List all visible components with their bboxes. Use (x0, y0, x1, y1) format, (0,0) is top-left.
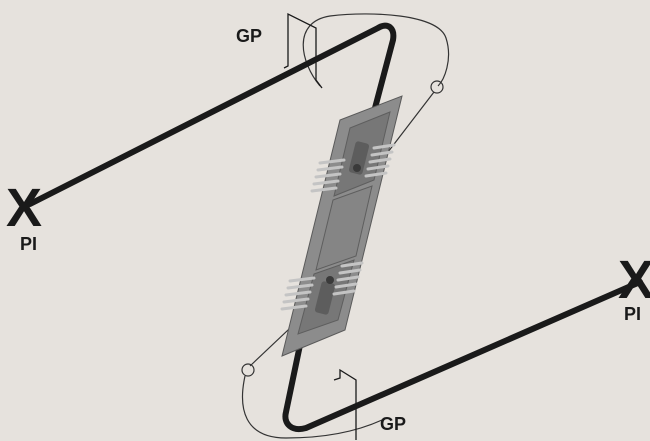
coil-upper-right (364, 143, 396, 178)
splice-slot-lower (314, 281, 336, 315)
wire-connector-top (430, 80, 444, 94)
thin-wire-top (302, 13, 450, 87)
splice-plate (280, 95, 403, 357)
coil-lower-right (332, 261, 364, 296)
wire-connector-bottom (241, 363, 255, 377)
gp-label-top: GP (236, 26, 262, 46)
splice-bolt-upper (353, 164, 361, 172)
cable-upper (27, 22, 397, 207)
pi-right-marker: X (618, 250, 650, 310)
gp-pulse-symbol-bottom (333, 368, 357, 440)
gp-label-bottom: GP (380, 414, 406, 434)
gp-pulse-symbol-top (283, 12, 323, 89)
thin-wire-bottom-loop (242, 375, 383, 439)
coil-lower-left (280, 276, 316, 311)
splice-plate-middle-panel (315, 185, 373, 271)
thin-wire-top-down (387, 91, 435, 153)
cable-lower (282, 279, 643, 432)
pi-left-marker: X (6, 178, 42, 238)
splice-bolt-lower (326, 276, 334, 284)
coil-upper-left (310, 158, 346, 193)
pi-right-label: PI (624, 304, 641, 324)
pi-left-label: PI (20, 234, 37, 254)
